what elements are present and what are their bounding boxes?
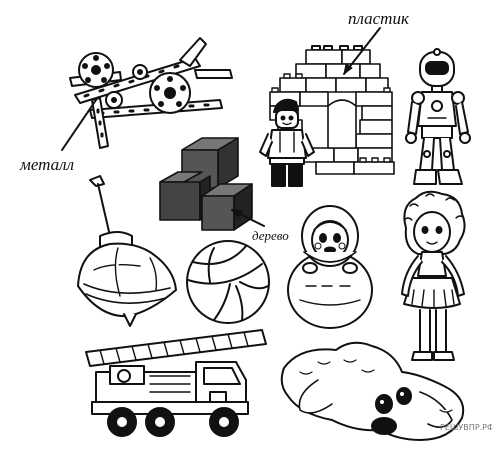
spinning-top-toy — [77, 175, 177, 327]
label-metal: металл — [19, 155, 74, 174]
doll-toy — [401, 190, 466, 361]
label-plastic: пластик — [348, 9, 410, 28]
roly-poly-toy — [287, 205, 373, 329]
fire-truck-toy — [85, 329, 267, 437]
label-wood: дерево — [252, 228, 289, 243]
wooden-blocks — [159, 137, 253, 231]
plush-dog-toy — [280, 341, 465, 441]
metal-pointer — [61, 99, 97, 151]
robot-toy — [405, 48, 471, 185]
metal-airplane-toy — [69, 37, 233, 149]
watermark: РЕШУВПР.РФ — [440, 423, 492, 432]
plastic-minifigure — [259, 98, 315, 187]
volleyball-toy — [186, 240, 270, 324]
